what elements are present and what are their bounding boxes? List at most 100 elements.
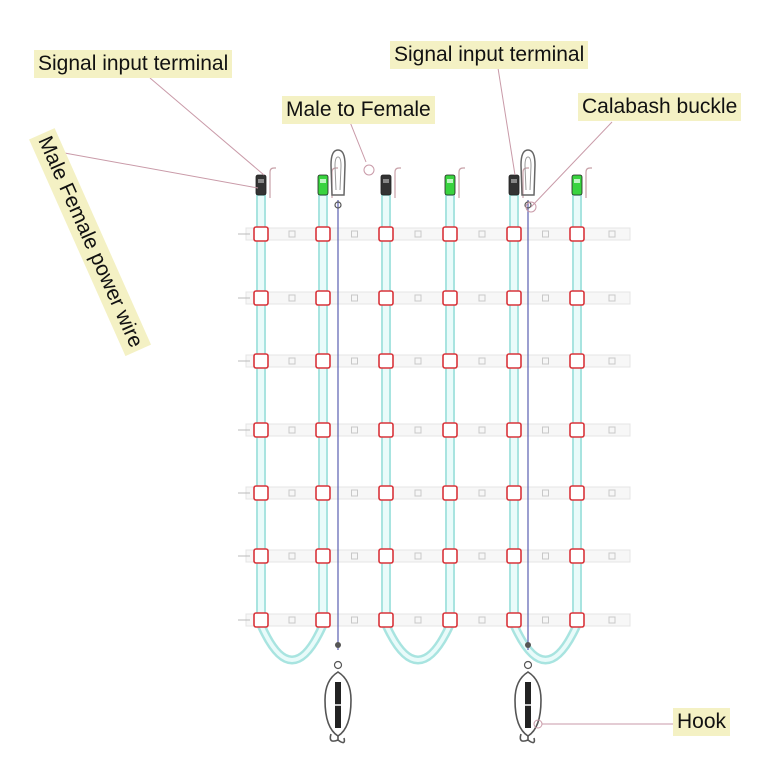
pixel-node [442, 422, 458, 438]
pixel-node [506, 226, 522, 242]
calabash-buckle-icon [330, 149, 346, 196]
pixel-node [569, 422, 585, 438]
crossbar-clip [608, 426, 616, 434]
crossbar-clip [478, 426, 486, 434]
crossbar-clip [608, 552, 616, 560]
connector-detail [320, 179, 326, 183]
pixel-node [506, 353, 522, 369]
pixel-node [253, 485, 269, 501]
label-hook: Hook [673, 708, 731, 736]
buckle-ring [334, 201, 342, 209]
crossbar-clip [351, 616, 358, 624]
calabash-buckle-icon [520, 149, 536, 196]
leader-target-ring [363, 164, 375, 176]
label-signal-input-terminal-left: Signal input terminal [34, 50, 233, 78]
crossbar-clip [478, 230, 486, 238]
crossbar-clip [288, 489, 296, 497]
pixel-node [378, 485, 394, 501]
pixel-node [378, 226, 394, 242]
crossbar-clip [351, 294, 358, 302]
crossbar-clip [288, 230, 296, 238]
crossbar-clip [351, 489, 358, 497]
leader-male-to-female [349, 121, 367, 163]
crossbar-clip [608, 489, 616, 497]
crossbar-clip [542, 552, 549, 560]
leader-target-ring [533, 719, 543, 729]
female-connector [508, 174, 520, 196]
female-connector [255, 174, 267, 196]
leader-signal-input-right [497, 67, 516, 176]
power-lead [331, 167, 338, 198]
pixel-node [569, 353, 585, 369]
crossbar-clip [542, 357, 549, 365]
crossbar-clip [478, 489, 486, 497]
leader-signal-input-left [149, 77, 265, 176]
pixel-node [442, 353, 458, 369]
power-lead [394, 167, 401, 198]
crossbar-clip [351, 357, 358, 365]
hook-icon [329, 733, 346, 744]
crossbar-clip [351, 426, 358, 434]
pixel-node [378, 548, 394, 564]
pixel-node [253, 290, 269, 306]
crossbar-clip [288, 294, 296, 302]
label-calabash-buckle: Calabash buckle [578, 93, 742, 121]
power-lead [585, 167, 592, 198]
cable-loop-inner [512, 624, 579, 662]
pixel-node [315, 226, 331, 242]
pixel-node [253, 548, 269, 564]
pixel-node [569, 548, 585, 564]
pixel-node [506, 548, 522, 564]
pixel-node [442, 226, 458, 242]
crossbar-clip [414, 294, 422, 302]
crossbar-clip [608, 616, 616, 624]
leader-lines [47, 67, 676, 729]
calabash-buckle-gate [524, 156, 532, 191]
crossbar-clip [414, 552, 422, 560]
crossbar-clip [288, 552, 296, 560]
crossbar-clip [542, 294, 549, 302]
pixel-node [442, 612, 458, 628]
crossbar-clip [414, 357, 422, 365]
crossbar-clip [478, 294, 486, 302]
cable-loop-inner [384, 624, 452, 662]
hook-icon [519, 733, 536, 744]
crossbar-clip [478, 616, 486, 624]
pixel-node [569, 485, 585, 501]
pixel-node [315, 422, 331, 438]
connector-detail [511, 179, 517, 183]
wire-ring [523, 660, 533, 670]
crossbar-clip [351, 552, 358, 560]
pixel-node [442, 548, 458, 564]
leader-calabash-buckle [530, 121, 613, 208]
wire-clamp [335, 642, 341, 648]
crossbar-clip [608, 357, 616, 365]
pixel-node [378, 353, 394, 369]
crossbar-clip [542, 426, 549, 434]
connector-detail [447, 179, 453, 183]
crossbar-clip [351, 230, 358, 238]
crossbar-clip [414, 489, 422, 497]
pixel-node [253, 612, 269, 628]
pixel-node [315, 612, 331, 628]
power-lead [458, 167, 465, 198]
steel-wires [337, 200, 529, 650]
pixel-node [253, 226, 269, 242]
pixel-node [315, 548, 331, 564]
male-connector [571, 174, 583, 196]
leader-power-wire [47, 149, 259, 189]
crossbar-clip [288, 426, 296, 434]
pixel-nodes [253, 226, 585, 628]
pixel-node [506, 485, 522, 501]
female-connector [380, 174, 392, 196]
pixel-node [442, 485, 458, 501]
crossbar-clip [542, 616, 549, 624]
crossbar-clip [542, 230, 549, 238]
cable-loop-inner [259, 624, 325, 662]
pixel-node [315, 353, 331, 369]
pixel-node [506, 612, 522, 628]
wire-clamp [525, 642, 531, 648]
pixel-node [569, 290, 585, 306]
pixel-node [315, 290, 331, 306]
